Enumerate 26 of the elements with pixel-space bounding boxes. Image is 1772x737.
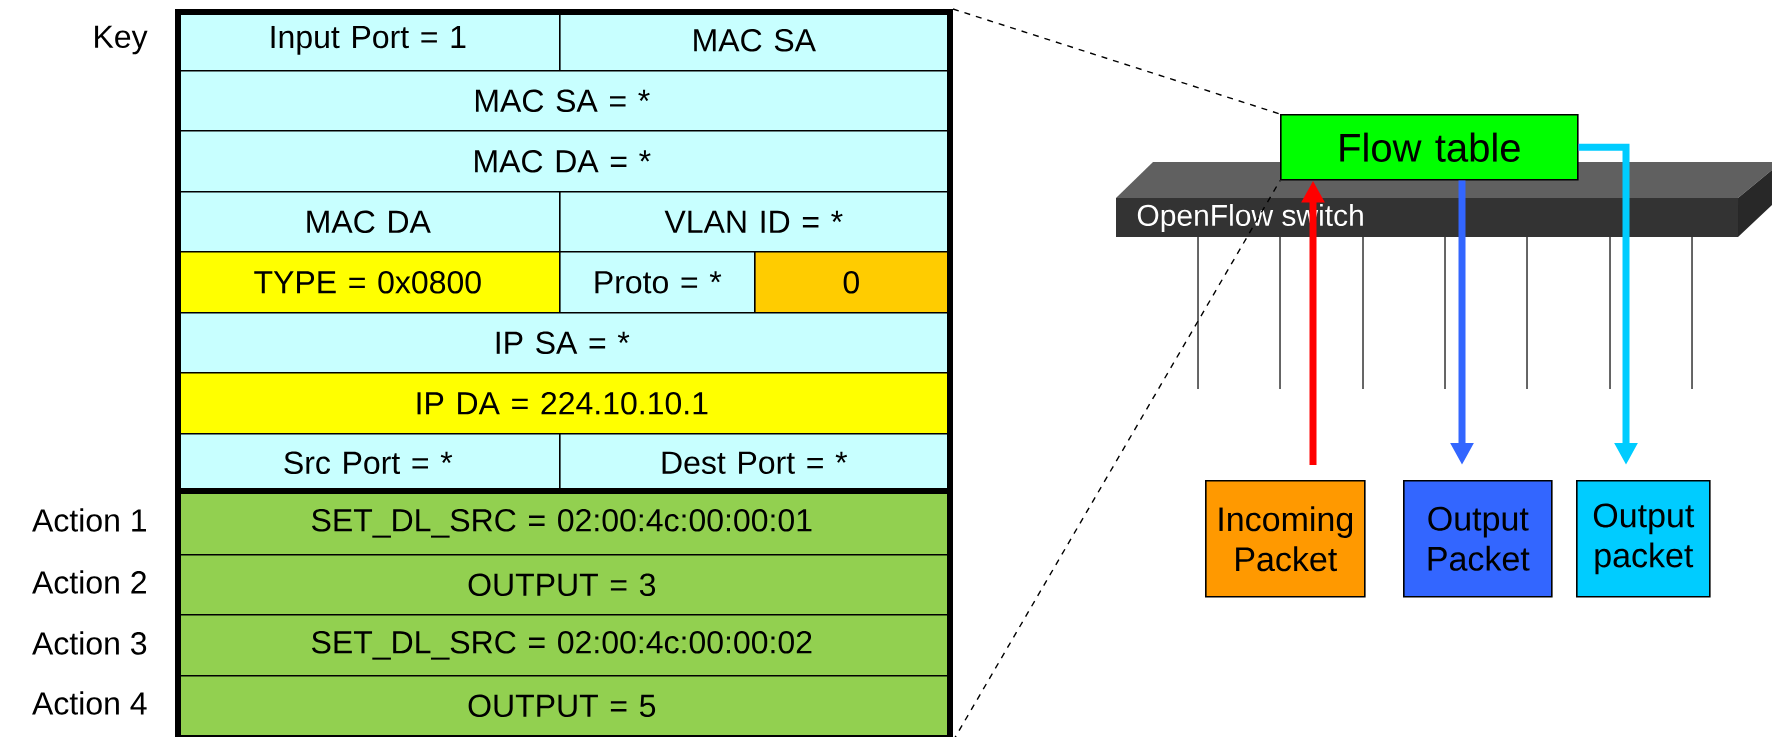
table-cell: OUTPUT = 3 (175, 554, 949, 616)
row-label: Action 3 (32, 631, 147, 655)
zoom-line (952, 179, 1281, 737)
table-cell: Dest Port = * (559, 433, 949, 493)
table-cell: VLAN ID = * (559, 191, 949, 253)
table-cell: MAC SA = * (175, 70, 949, 132)
packet-box: Output Packet (1403, 480, 1553, 598)
table-cell: SET_DL_SRC = 02:00:4c:00:00:02 (175, 614, 949, 677)
table-frame (175, 9, 953, 737)
row-label: Action 4 (32, 691, 147, 715)
flow-table-box: Flow table (1280, 114, 1579, 181)
table-cell: TYPE = 0x0800 (175, 251, 561, 314)
table-cell: Proto = * (559, 251, 756, 314)
table-cell: SET_DL_SRC = 02:00:4c:00:00:01 (175, 491, 949, 556)
table-cell: 0 (754, 251, 949, 314)
table-cell: MAC DA (175, 191, 561, 253)
row-label: Action 2 (32, 570, 146, 594)
table-cell: MAC SA (559, 9, 949, 72)
zoom-line (952, 8, 1281, 115)
row-label: Key (95, 25, 148, 55)
packet-box: Output packet (1576, 480, 1711, 598)
table-cell: IP DA = 224.10.10.1 (175, 372, 949, 435)
packet-box: Incoming Packet (1205, 480, 1366, 598)
table-cell: OUTPUT = 5 (175, 675, 949, 737)
row-label: Action 1 (32, 508, 146, 532)
table-cell: Src Port = * (175, 433, 561, 493)
